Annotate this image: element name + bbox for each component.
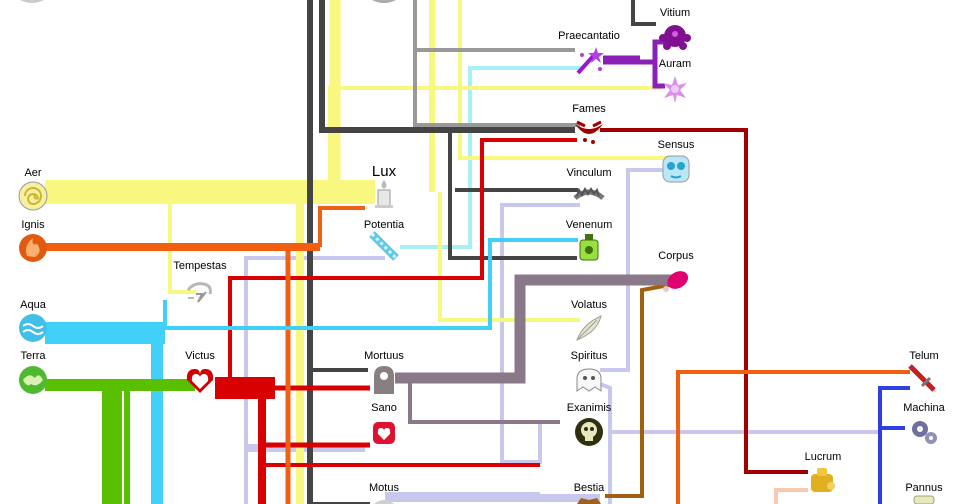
motion-icon xyxy=(374,500,394,504)
connector-line xyxy=(500,203,580,464)
candle-icon xyxy=(375,180,393,208)
aspect-icons xyxy=(18,0,937,504)
label-motus: Motus xyxy=(369,482,399,494)
sword-icon xyxy=(908,364,936,392)
label-machina: Machina xyxy=(903,402,945,414)
connector-line xyxy=(413,0,580,127)
connector-line xyxy=(318,206,365,247)
gold-coins-icon xyxy=(811,468,835,492)
connector-line xyxy=(774,488,808,504)
beast-icon xyxy=(577,498,601,504)
connector-line xyxy=(244,256,385,504)
connector-line xyxy=(408,380,560,424)
label-volatus: Volatus xyxy=(571,299,608,311)
storm-icon xyxy=(186,282,212,303)
skull-icon xyxy=(575,418,603,446)
label-exanimis: Exanimis xyxy=(567,402,612,414)
label-bestia: Bestia xyxy=(574,482,605,494)
label-terra: Terra xyxy=(20,350,46,362)
connector-line xyxy=(676,370,910,504)
trap-icon xyxy=(573,186,605,200)
label-telum: Telum xyxy=(909,350,938,362)
label-vitium: Vitium xyxy=(660,7,690,19)
magic-wand-icon xyxy=(576,47,604,75)
connector-line xyxy=(328,86,662,182)
connector-line xyxy=(600,168,675,372)
label-lux: Lux xyxy=(372,163,397,180)
label-sensus: Sensus xyxy=(658,139,695,151)
ghost-icon xyxy=(576,368,602,392)
connector-line xyxy=(438,192,580,322)
label-spiritus: Spiritus xyxy=(571,350,608,362)
eye-face-icon xyxy=(662,155,690,183)
label-praecantatio: Praecantatio xyxy=(558,30,620,42)
flame-icon xyxy=(19,234,47,262)
label-potentia: Potentia xyxy=(364,219,405,231)
connector-line xyxy=(605,281,681,498)
hungry-mouth-icon xyxy=(575,120,603,144)
connector-line xyxy=(448,130,577,260)
label-ignis: Ignis xyxy=(21,219,45,231)
label-pannus: Pannus xyxy=(905,482,943,494)
connection-lines xyxy=(45,0,910,504)
swirl-icon xyxy=(18,181,48,211)
label-mortuus: Mortuus xyxy=(364,350,404,362)
connector-line xyxy=(228,138,577,378)
label-venenum: Venenum xyxy=(566,219,612,231)
partial-top-icon xyxy=(372,0,396,3)
label-corpus: Corpus xyxy=(658,250,694,262)
connector-line xyxy=(458,0,680,160)
connector-line xyxy=(468,66,583,130)
gears-icon xyxy=(912,421,937,444)
poison-bottle-icon xyxy=(579,234,599,261)
connector-line xyxy=(163,238,578,330)
heart-icon xyxy=(186,369,214,393)
label-aer: Aer xyxy=(24,167,41,179)
feather-icon xyxy=(576,315,602,341)
cloth-icon xyxy=(913,495,935,504)
healing-heart-icon xyxy=(373,422,395,444)
tentacle-blob-icon xyxy=(659,25,691,50)
label-victus: Victus xyxy=(185,350,215,362)
label-sano: Sano xyxy=(371,402,397,414)
waves-icon xyxy=(19,314,47,342)
connector-line xyxy=(395,274,680,384)
connector-line xyxy=(878,386,910,504)
partial-top-icon xyxy=(20,0,44,3)
label-vinculum: Vinculum xyxy=(566,167,611,179)
connector-line xyxy=(319,0,575,133)
label-aqua: Aqua xyxy=(20,299,47,311)
connector-line xyxy=(640,59,665,89)
label-auram: Auram xyxy=(659,58,691,70)
meat-icon xyxy=(663,271,689,292)
label-lucrum: Lucrum xyxy=(805,451,842,463)
tombstone-icon xyxy=(374,366,394,394)
connector-line xyxy=(168,192,196,294)
label-tempestas: Tempestas xyxy=(173,260,227,272)
connector-line xyxy=(631,0,656,26)
earth-icon xyxy=(19,366,47,394)
aura-star-icon xyxy=(663,76,687,103)
connector-line xyxy=(600,128,808,474)
aspect-labels: Vitium Praecantatio Auram Fames Sensus A… xyxy=(20,7,946,494)
label-fames: Fames xyxy=(572,103,606,115)
energy-crystal-icon xyxy=(369,231,399,261)
